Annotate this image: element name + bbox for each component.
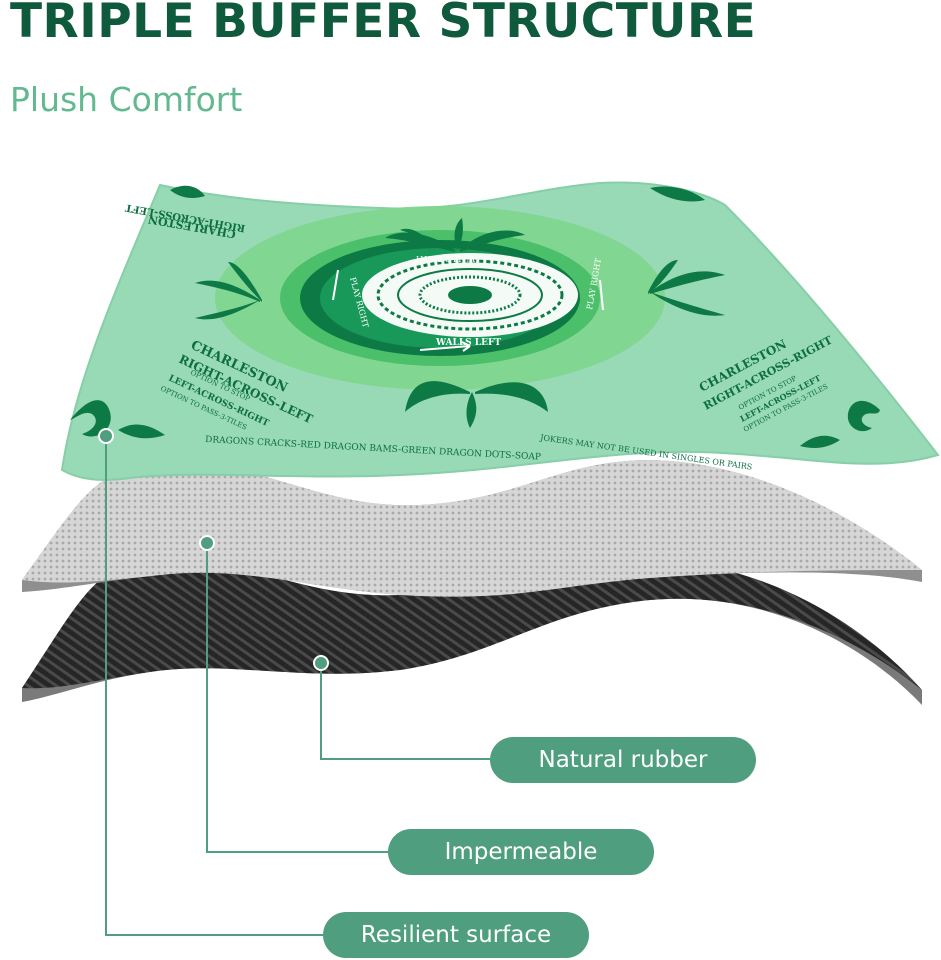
page-title: TRIPLE BUFFER STRUCTURE bbox=[10, 0, 757, 49]
surface-leader-line bbox=[105, 436, 323, 936]
impermeable-text: Impermeable bbox=[444, 839, 598, 865]
resilient-surface-text: Resilient surface bbox=[360, 922, 552, 948]
page-subtitle: Plush Comfort bbox=[10, 80, 243, 119]
impermeable-layer bbox=[22, 460, 922, 597]
resilient-surface-label: Resilient surface bbox=[323, 912, 589, 958]
mat-ring-bottom: WALLS LEFT bbox=[435, 338, 501, 348]
surface-marker bbox=[98, 428, 114, 444]
impermeable-leader-line bbox=[206, 543, 388, 853]
rubber-leader-line bbox=[320, 663, 490, 760]
impermeable-marker bbox=[199, 535, 215, 551]
callout-lines bbox=[105, 436, 490, 936]
natural-rubber-label: Natural rubber bbox=[490, 737, 756, 783]
callout-markers bbox=[98, 428, 329, 671]
rubber-layer bbox=[22, 559, 922, 705]
natural-rubber-text: Natural rubber bbox=[538, 747, 708, 773]
mat-ring-top: WALLS RIGHT bbox=[414, 254, 475, 263]
rubber-marker bbox=[313, 655, 329, 671]
impermeable-label: Impermeable bbox=[388, 829, 654, 875]
mat-surface-layer: WALLS LEFT WALLS RIGHT PLAY RIGHT PLAY R… bbox=[60, 181, 940, 481]
